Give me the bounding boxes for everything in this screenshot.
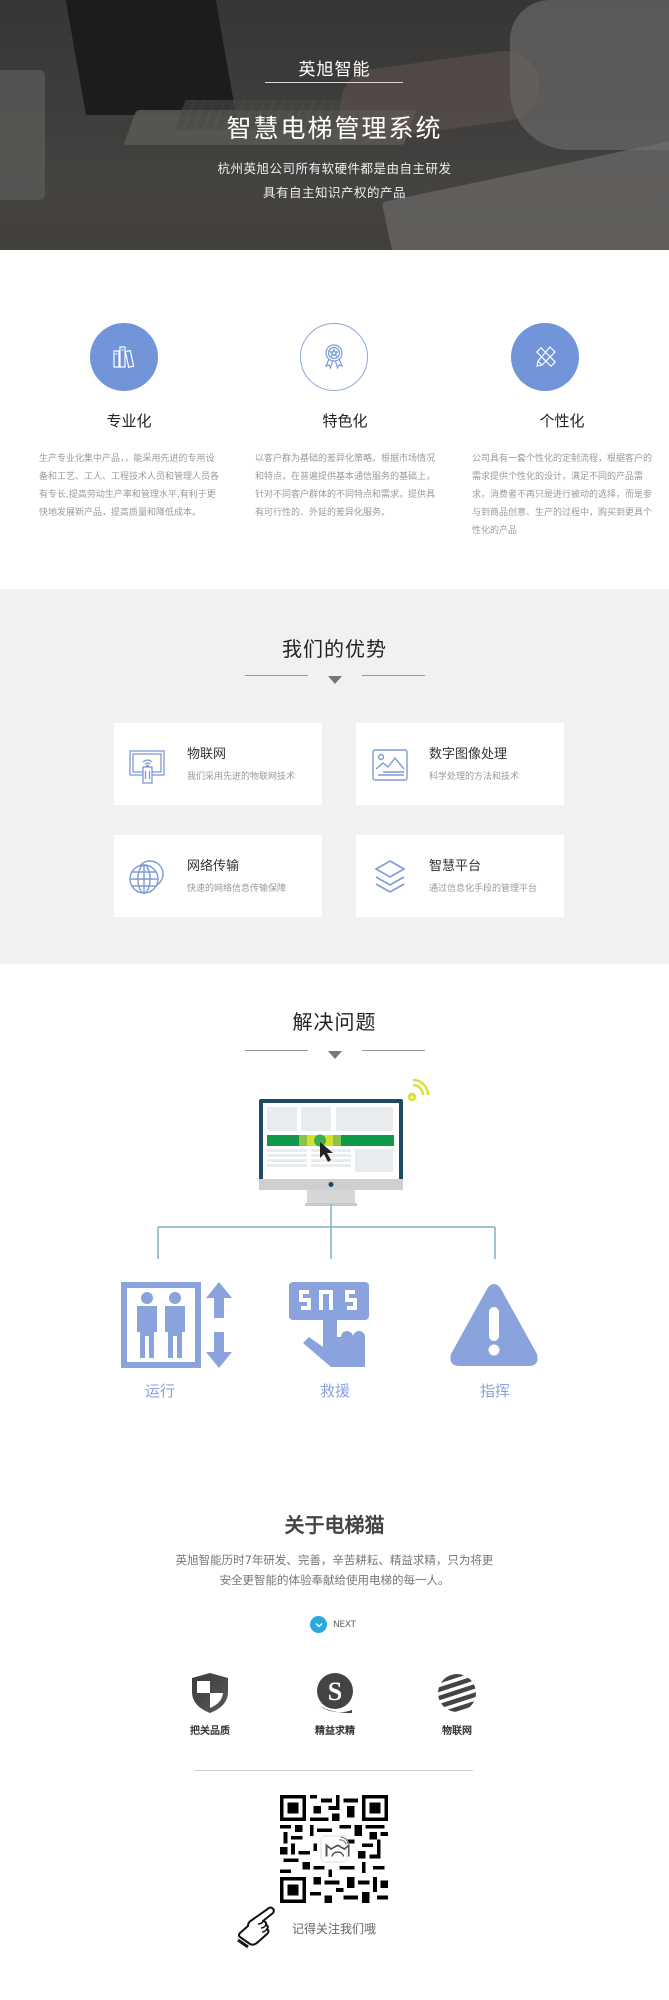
hero-overlay <box>0 0 669 250</box>
cursor-icon <box>320 1142 333 1162</box>
section-divider <box>245 1044 425 1060</box>
next-button[interactable]: NEXT <box>310 1616 356 1633</box>
badge-iot: 物联网 <box>417 1672 497 1737</box>
feature-circle <box>90 323 158 391</box>
feature-description: 生产专业化集中产品，，能采用先进的专用设备和工艺、工人、工程技术人员和管理人员各… <box>39 454 220 518</box>
about-title: 关于电梯猫 <box>284 1513 385 1537</box>
advantage-description: 快速的网络信息传输保障 <box>187 884 287 894</box>
award-medal-icon <box>324 344 344 370</box>
advantage-card-image-processing[interactable]: 数字图像处理 科学处理的方法和技术 <box>356 723 564 805</box>
section-title: 我们的优势 <box>282 637 387 661</box>
advantages-section: 我们的优势 物联网 我们采用先进的物联网技术 数字图像处理 科学处理的方法和技术 <box>0 589 669 964</box>
advantage-title: 数字图像处理 <box>429 747 508 762</box>
node-label-command: 指挥 <box>480 1382 511 1400</box>
feature-title: 特色化 <box>322 412 368 430</box>
badge-label: 把关品质 <box>190 1726 230 1737</box>
hero-subtitle-line1: 杭州英旭公司所有软硬件都是由自主研发 <box>217 161 452 176</box>
caret-down-icon <box>328 676 342 684</box>
shield-icon <box>192 1673 228 1713</box>
pencil-ruler-icon <box>535 346 557 368</box>
books-icon <box>113 346 135 368</box>
advantage-card-iot[interactable]: 物联网 我们采用先进的物联网技术 <box>114 723 322 805</box>
divider-line-right <box>362 675 425 676</box>
advantage-card-network[interactable]: 网络传输 快速的网络信息传输保障 <box>114 835 322 917</box>
advantage-description: 我们采用先进的物联网技术 <box>187 772 296 782</box>
divider-line-right <box>362 1050 425 1051</box>
hero-title: 智慧电梯管理系统 <box>226 114 443 143</box>
pointing-hand-icon <box>237 1906 275 1948</box>
iot-remote-icon <box>129 750 165 784</box>
node-label-rescue: 救援 <box>320 1382 351 1400</box>
badge-excellence: S 精益求精 <box>295 1672 375 1737</box>
about-section: 关于电梯猫 英旭智能历时7年研发、完善，辛苦耕耘、精益求精，只为将更 安全更智能… <box>0 1434 669 2000</box>
caret-down-icon <box>328 1051 342 1059</box>
connector-lines <box>157 1204 496 1259</box>
s-quality-icon: S <box>317 1673 353 1714</box>
solve-section: 解决问题 <box>0 964 669 1434</box>
section-title: 解决问题 <box>292 1010 377 1034</box>
advantage-description: 通过信息化手段的管理平台 <box>429 884 538 894</box>
feature-title: 个性化 <box>539 412 585 430</box>
hero-divider <box>265 82 403 83</box>
elevator-icon <box>121 1282 232 1368</box>
feature-circle <box>511 323 579 391</box>
wifi-signal-icon <box>407 1079 430 1102</box>
feature-circle <box>300 323 368 391</box>
advantage-title: 网络传输 <box>187 859 240 874</box>
warning-triangle-icon <box>450 1284 538 1366</box>
layers-platform-icon <box>374 860 406 893</box>
badge-quality: 把关品质 <box>170 1672 250 1737</box>
hero-bg-cup <box>0 70 45 200</box>
svg-text:S: S <box>328 1677 342 1706</box>
hero-subtitle-line2: 具有自主知识产权的产品 <box>262 185 406 200</box>
about-divider <box>195 1770 473 1771</box>
section-divider <box>245 669 425 685</box>
hero-brand: 英旭智能 <box>298 60 371 80</box>
image-processing-icon <box>372 749 408 781</box>
hero-content: 英旭智能 智慧电梯管理系统 杭州英旭公司所有软硬件都是由自主研发 具有自主知识产… <box>0 0 669 250</box>
node-label-run: 运行 <box>145 1382 176 1400</box>
striped-globe-icon <box>438 1674 476 1712</box>
divider-line-left <box>245 1050 308 1051</box>
hero-banner: 英旭智能 智慧电梯管理系统 杭州英旭公司所有软硬件都是由自主研发 具有自主知识产… <box>0 0 669 250</box>
cat-logo-icon <box>325 1843 350 1857</box>
advantage-card-platform[interactable]: 智慧平台 通过信息化手段的管理平台 <box>356 835 564 917</box>
divider-line-left <box>245 675 308 676</box>
advantage-title: 物联网 <box>187 747 227 762</box>
monitor-illustration <box>259 1079 430 1206</box>
feature-description: 以客户群为基础的差异化策略。根据市场情况和特点，在普遍提供基本通信服务的基础上，… <box>255 454 436 518</box>
about-desc-line1: 英旭智能历时7年研发、完善，辛苦耕耘、精益求精，只为将更 <box>175 1553 494 1567</box>
advantage-description: 科学处理的方法和技术 <box>429 772 520 782</box>
badge-label: 物联网 <box>442 1726 472 1737</box>
feature-title: 专业化 <box>106 412 152 430</box>
feature-description: 公司具有一套个性化的定制流程，根据客户的需求提供个性化的设计，满足不同的产品需求… <box>472 454 653 536</box>
chevron-down-icon <box>310 1616 327 1633</box>
about-desc-line2: 安全更智能的体验奉献给使用电梯的每一人。 <box>219 1573 450 1587</box>
advantage-title: 智慧平台 <box>429 859 482 874</box>
qr-code[interactable] <box>280 1795 388 1903</box>
follow-text: 记得关注我们哦 <box>292 1922 377 1936</box>
features-section: 专业化 生产专业化集中产品，，能采用先进的专用设备和工艺、工人、工程技术人员和管… <box>0 250 669 589</box>
globe-network-icon <box>129 860 164 894</box>
next-label: NEXT <box>333 1619 356 1630</box>
badge-label: 精益求精 <box>315 1726 355 1737</box>
sos-hand-icon <box>289 1282 369 1367</box>
hero-bg-arm <box>510 0 669 150</box>
